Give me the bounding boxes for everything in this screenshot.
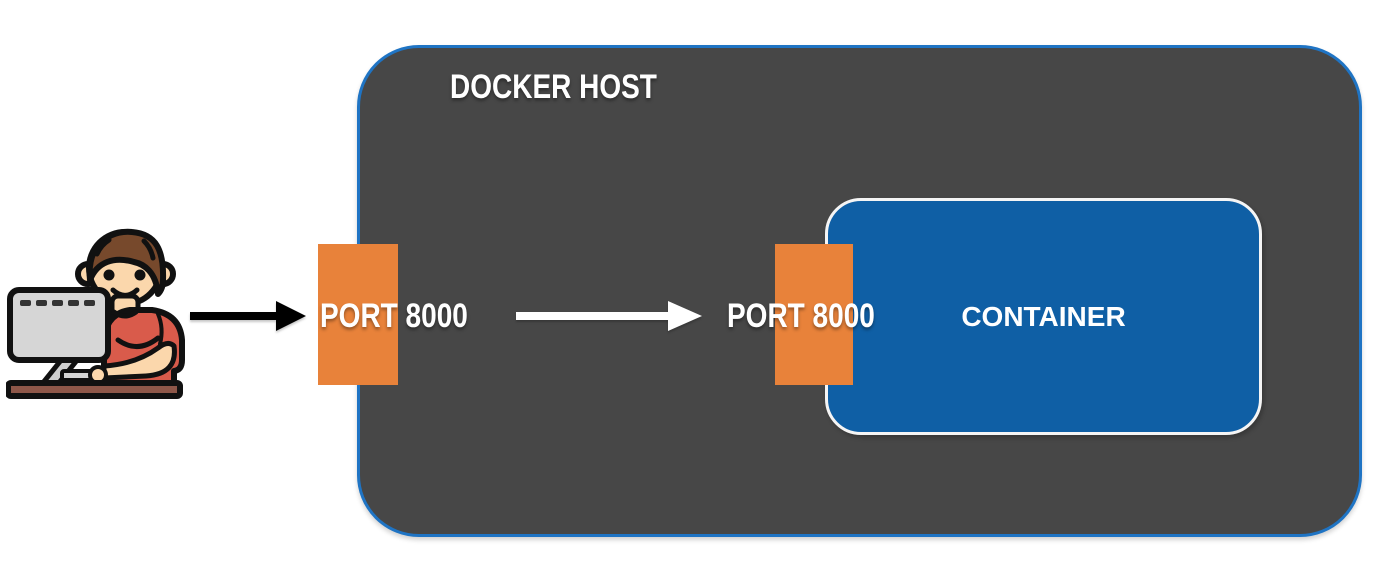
- host-port-label: PORT 8000: [320, 296, 468, 335]
- container-port-label-text: PORT 8000: [727, 296, 875, 335]
- person-at-computer-icon: [6, 228, 185, 399]
- host-port-label-text: PORT 8000: [320, 296, 468, 335]
- arrow-right-icon: [190, 301, 306, 331]
- docker-host-label-text: DOCKER HOST: [450, 67, 657, 106]
- host-port-box: [318, 244, 398, 385]
- docker-host-label: DOCKER HOST: [450, 67, 657, 106]
- container-port-label: PORT 8000: [727, 296, 875, 335]
- container-port-box: [775, 244, 853, 385]
- arrow-right-icon: [516, 301, 702, 331]
- container-label: CONTAINER: [961, 300, 1126, 332]
- container-box: CONTAINER: [825, 198, 1262, 435]
